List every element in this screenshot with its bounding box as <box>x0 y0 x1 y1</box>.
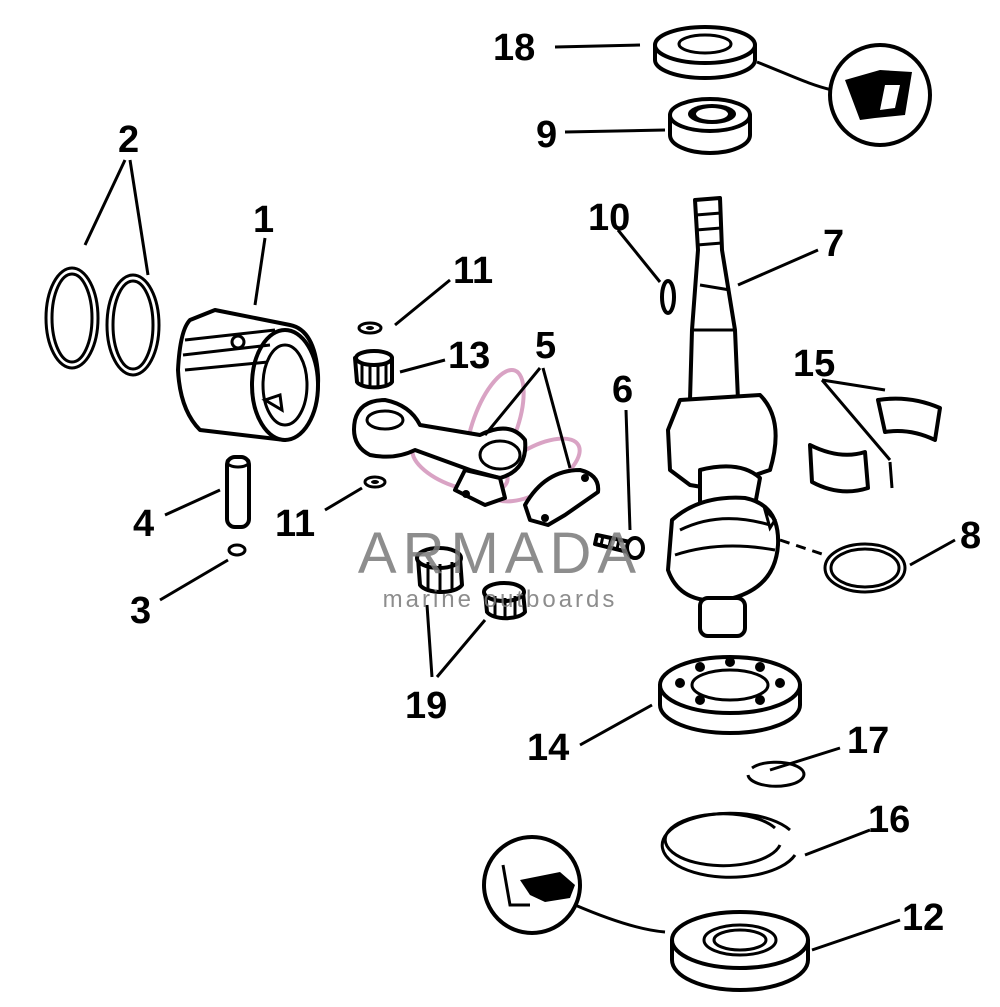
ball-bearing-part <box>658 655 802 735</box>
pin-retainer-part <box>227 543 247 557</box>
lower-washer-part <box>363 475 387 489</box>
callout-19: 19 <box>405 685 447 727</box>
callout-4: 4 <box>133 503 154 545</box>
callout-15: 15 <box>793 343 835 385</box>
callout-14: 14 <box>527 727 569 769</box>
callout-8: 8 <box>960 515 981 557</box>
rod-screw-part <box>593 533 645 560</box>
callout-3: 3 <box>130 590 151 632</box>
callout-17: 17 <box>847 720 889 762</box>
callout-12: 12 <box>902 897 944 939</box>
piston-pin-part <box>225 455 251 529</box>
upper-seal-part <box>653 25 757 80</box>
callout-1: 1 <box>253 199 274 241</box>
upper-bearing-part <box>668 97 752 155</box>
callout-labels: 18 9 2 1 10 7 11 13 5 15 6 4 11 8 3 19 1… <box>118 27 981 939</box>
snap-ring-part <box>746 760 806 788</box>
callout-16: 16 <box>868 799 910 841</box>
crankshaft-part <box>666 196 781 638</box>
seal-detail-bubble <box>756 43 932 147</box>
callout-11-lower: 11 <box>275 503 315 545</box>
leader-lines <box>83 43 956 952</box>
needle-bearing-part <box>353 349 394 390</box>
upper-washer-part <box>357 321 383 335</box>
bearing-cage-part <box>808 396 942 494</box>
callout-10: 10 <box>588 197 630 239</box>
connecting-rod-part <box>352 398 601 527</box>
callout-5: 5 <box>535 325 556 367</box>
callout-2: 2 <box>118 119 139 161</box>
woodruff-key-part <box>660 279 676 315</box>
callout-11-upper: 11 <box>453 250 493 292</box>
callout-6: 6 <box>612 369 633 411</box>
seal-detail-bubble-lower <box>482 835 666 935</box>
callout-13: 13 <box>448 335 490 377</box>
rod-needle-bearings-part <box>415 546 527 621</box>
piston-rings-part <box>44 266 161 377</box>
retaining-ring-part <box>660 811 797 879</box>
callout-9: 9 <box>536 114 557 156</box>
callout-7: 7 <box>823 223 844 265</box>
crank-ring-part <box>823 542 907 594</box>
lower-seal-part <box>670 910 810 992</box>
piston-part <box>176 308 321 442</box>
callout-18: 18 <box>493 27 535 69</box>
